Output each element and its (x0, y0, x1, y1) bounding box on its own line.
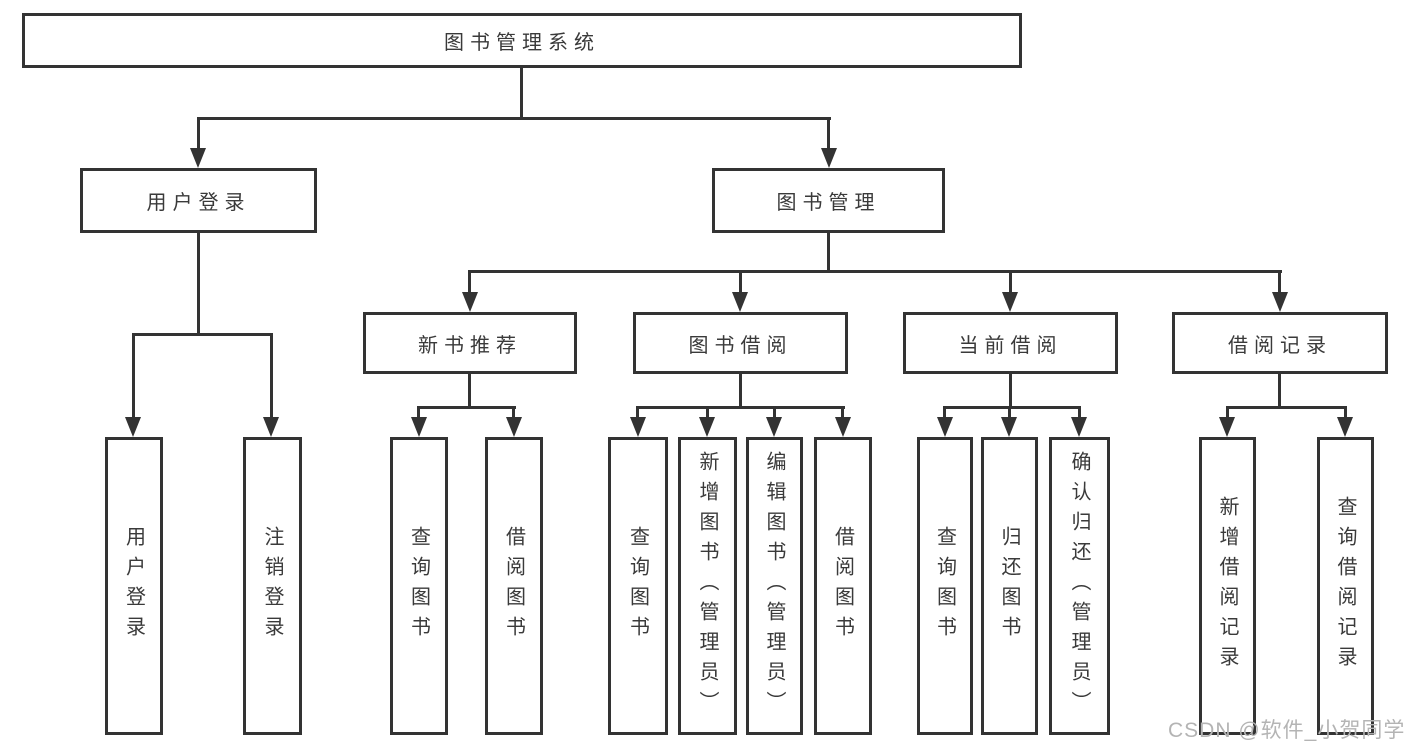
edge-borrow-records-hline (1226, 406, 1347, 409)
arrowhead-cb-confirm-icon (1071, 417, 1087, 437)
edge-new-book-hline (417, 406, 516, 409)
edge-root-stem (520, 68, 523, 118)
node-user-login: 用户登录 (80, 168, 317, 233)
leaf-cb-confirm-return-admin: 确认归还（管理员） (1049, 437, 1110, 735)
leaf-nb-query-books: 查询图书 (390, 437, 448, 735)
node-book-mgmt: 图书管理 (712, 168, 945, 233)
edge-drop-bb-add (706, 406, 709, 419)
arrowhead-cb-query-icon (937, 417, 953, 437)
edge-drop-br-query (1344, 406, 1347, 419)
edge-drop-leaf-logout (270, 333, 273, 419)
edge-drop-book-borrow (739, 270, 742, 294)
edge-book-mgmt-hline (469, 270, 1282, 273)
leaf-nb-borrow-books: 借阅图书 (485, 437, 543, 735)
edge-drop-current-borrow (1009, 270, 1012, 294)
edge-drop-user-login (197, 117, 200, 150)
leaf-user-login: 用户登录 (105, 437, 163, 735)
arrowhead-bb-query-icon (630, 417, 646, 437)
node-book-borrow: 图书借阅 (633, 312, 848, 374)
node-new-book-recommend: 新书推荐 (363, 312, 577, 374)
edge-book-borrow-stem (739, 374, 742, 408)
edge-current-borrow-hline (943, 406, 1081, 409)
watermark-text: CSDN @软件_小贺同学 (1168, 719, 1405, 742)
arrowhead-cb-return-icon (1001, 417, 1017, 437)
arrowhead-new-book-icon (462, 292, 478, 312)
arrowhead-bb-borrow-icon (835, 417, 851, 437)
edge-drop-book-mgmt (827, 117, 830, 150)
edge-book-borrow-hline (636, 406, 845, 409)
leaf-cb-return-books: 归还图书 (981, 437, 1038, 735)
edge-drop-br-add (1226, 406, 1229, 419)
arrowhead-br-query-icon (1337, 417, 1353, 437)
node-current-borrow: 当前借阅 (903, 312, 1118, 374)
edge-drop-nb-query (417, 406, 420, 419)
leaf-bb-edit-books-admin: 编辑图书（管理员） (746, 437, 803, 735)
leaf-bb-query-books: 查询图书 (608, 437, 668, 735)
edge-user-login-hline (132, 333, 273, 336)
arrowhead-current-borrow-icon (1002, 292, 1018, 312)
edge-current-borrow-stem (1009, 374, 1012, 408)
leaf-br-add-record: 新增借阅记录 (1199, 437, 1256, 735)
arrowhead-bb-add-icon (699, 417, 715, 437)
leaf-cb-query-books: 查询图书 (917, 437, 973, 735)
leaf-br-query-record: 查询借阅记录 (1317, 437, 1374, 735)
leaf-logout: 注销登录 (243, 437, 302, 735)
edge-borrow-records-stem (1278, 374, 1281, 408)
edge-drop-leaf-login (132, 333, 135, 419)
leaf-bb-borrow-books: 借阅图书 (814, 437, 872, 735)
leaf-bb-add-books-admin: 新增图书（管理员） (678, 437, 737, 735)
node-borrow-records: 借阅记录 (1172, 312, 1388, 374)
edge-drop-cb-query (943, 406, 946, 419)
arrowhead-user-login-icon (190, 148, 206, 168)
arrowhead-leaf-login-icon (125, 417, 141, 437)
edge-drop-borrow-records (1278, 270, 1281, 294)
edge-user-login-stem (197, 233, 200, 335)
edge-drop-nb-borrow (512, 406, 515, 419)
arrowhead-leaf-logout-icon (263, 417, 279, 437)
arrowhead-borrow-records-icon (1272, 292, 1288, 312)
arrowhead-book-borrow-icon (732, 292, 748, 312)
edge-drop-bb-edit (773, 406, 776, 419)
arrowhead-nb-borrow-icon (506, 417, 522, 437)
edge-root-hline (197, 117, 831, 120)
edge-drop-cb-return (1008, 406, 1011, 419)
edge-drop-bb-borrow (841, 406, 844, 419)
edge-drop-bb-query (636, 406, 639, 419)
edge-drop-new-book (468, 270, 471, 294)
arrowhead-book-mgmt-icon (821, 148, 837, 168)
arrowhead-nb-query-icon (411, 417, 427, 437)
node-root: 图书管理系统 (22, 13, 1022, 68)
arrowhead-bb-edit-icon (766, 417, 782, 437)
edge-new-book-stem (468, 374, 471, 408)
arrowhead-br-add-icon (1219, 417, 1235, 437)
edge-drop-cb-confirm (1078, 406, 1081, 419)
edge-book-mgmt-stem (827, 233, 830, 273)
